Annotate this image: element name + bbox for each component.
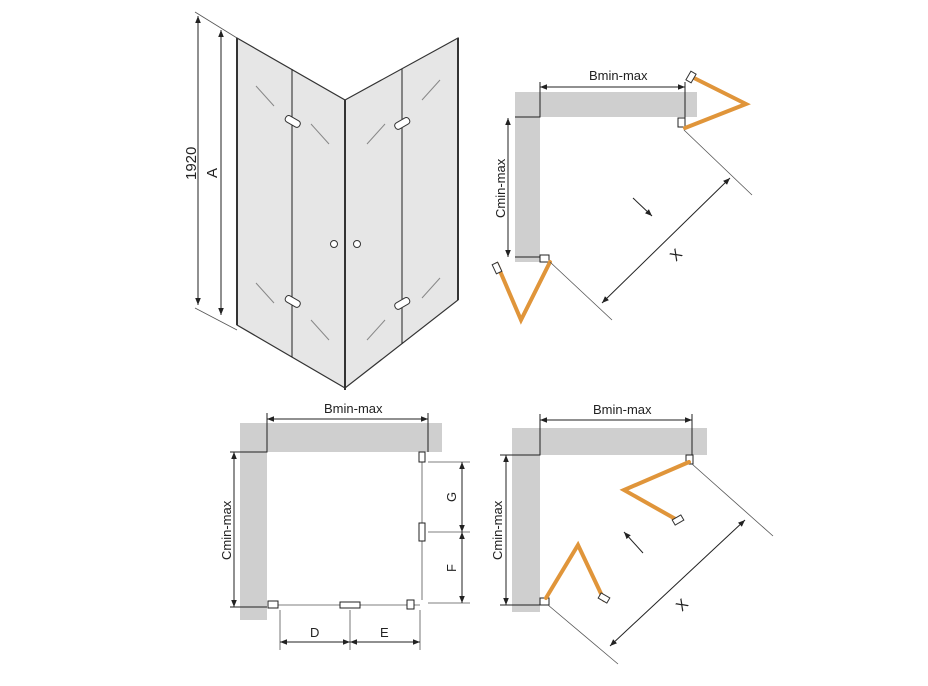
side-wall <box>512 428 540 612</box>
plan-bottom-left: Bmin-max Cmin-max G F D E <box>219 401 470 650</box>
hinge-icons <box>284 114 411 310</box>
b-label: Bmin-max <box>324 401 383 416</box>
extension-line <box>194 307 238 331</box>
extension-line <box>194 11 238 39</box>
x-label: X <box>673 596 692 615</box>
door-handle <box>339 601 361 609</box>
door-handle <box>418 522 426 542</box>
back-wall <box>515 92 697 117</box>
c-label: Cmin-max <box>219 500 234 560</box>
entry-arrow-icon <box>623 531 644 554</box>
plan-top-right: Bmin-max Cmin-max X <box>491 68 753 325</box>
f-label: F <box>444 564 459 572</box>
c-label: Cmin-max <box>490 500 505 560</box>
shower-3d-view: 1920 A <box>183 11 459 390</box>
wall-profile <box>677 117 686 128</box>
left-glass-panel <box>236 36 346 390</box>
glass-reflection-marks <box>255 79 441 341</box>
back-wall <box>512 428 707 455</box>
folding-door-open <box>495 260 552 325</box>
plan-bottom-right: Bmin-max Cmin-max X <box>490 402 774 665</box>
x-dimension-line <box>601 177 731 304</box>
c-label: Cmin-max <box>493 158 508 218</box>
g-label: G <box>444 492 459 502</box>
folding-door-open <box>683 75 751 130</box>
folding-door-half-open <box>619 460 691 523</box>
height-label: 1920 <box>183 147 200 180</box>
entry-arrow-icon <box>632 197 653 217</box>
side-wall <box>240 423 267 620</box>
side-wall <box>515 92 540 262</box>
wall-profile <box>685 454 694 465</box>
b-label: Bmin-max <box>589 68 648 83</box>
wall-profile <box>539 254 550 263</box>
e-label: E <box>380 625 389 640</box>
b-label: Bmin-max <box>593 402 652 417</box>
a-label: A <box>204 168 221 178</box>
back-wall <box>240 423 442 452</box>
folding-door-half-open <box>544 540 606 602</box>
x-label: X <box>667 246 686 265</box>
x-dimension-line <box>609 519 746 647</box>
d-label: D <box>310 625 319 640</box>
